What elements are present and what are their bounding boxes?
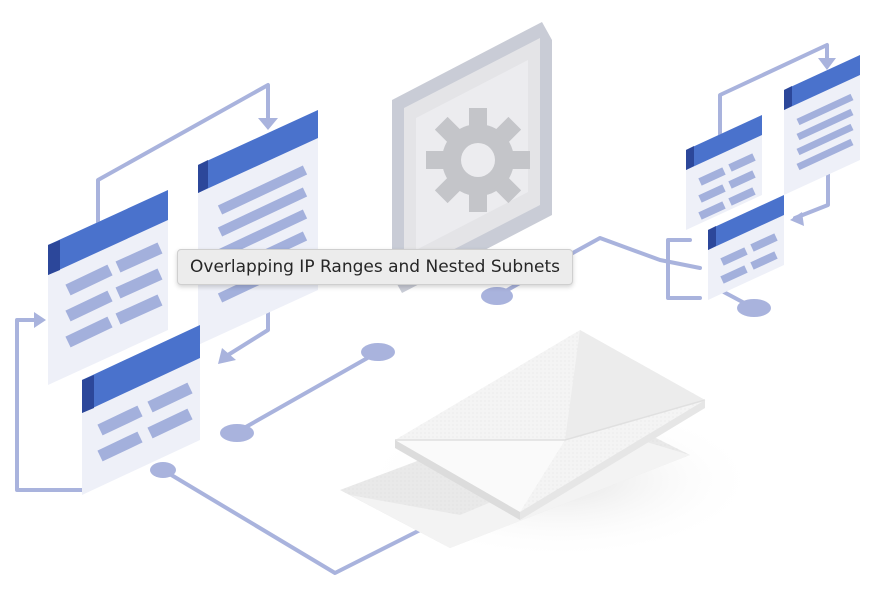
connector-line (235, 350, 380, 434)
endpoint-dot (737, 299, 771, 317)
arrow-down-left-icon (218, 348, 236, 364)
data-table-icon (48, 190, 168, 385)
data-table-icon (784, 55, 860, 195)
connector-line (96, 83, 270, 237)
settings-panel (392, 22, 552, 293)
arrow-heads (34, 58, 836, 364)
arrow-down-icon (818, 58, 836, 70)
gear-icon (426, 108, 530, 212)
endpoint-dot (361, 343, 395, 361)
arrow-down-icon (258, 118, 278, 130)
envelope-stack-icon (340, 330, 760, 560)
endpoint-dot (150, 462, 176, 478)
connector-line (793, 168, 830, 220)
data-table-icon (198, 110, 318, 345)
data-table-icon (686, 115, 762, 230)
connector-line (666, 238, 702, 300)
endpoint-dot (481, 287, 513, 305)
arrow-left-icon (790, 212, 804, 226)
connector-line (161, 468, 442, 575)
envelope-icon (395, 330, 706, 520)
tooltip-text: Overlapping IP Ranges and Nested Subnets (190, 257, 560, 277)
data-table-icon (708, 195, 784, 300)
arrow-right-icon (34, 312, 46, 328)
tooltip: Overlapping IP Ranges and Nested Subnets (177, 249, 573, 285)
endpoint-dots (150, 287, 771, 478)
endpoint-dot (220, 424, 254, 442)
data-table-icon (82, 325, 200, 495)
